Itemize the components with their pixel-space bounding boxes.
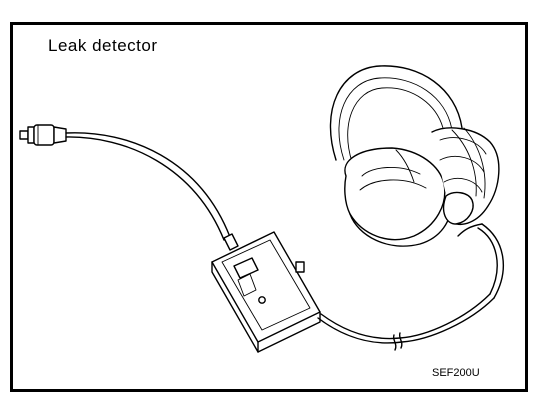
figure-code: SEF200U <box>432 367 480 379</box>
leak-detector-device-icon <box>211 231 321 353</box>
figure-title: Leak detector <box>48 36 158 55</box>
audio-plug-icon <box>19 124 67 146</box>
headphone-cable <box>317 223 505 351</box>
headphones-icon <box>329 65 500 247</box>
detector-cable <box>65 132 231 241</box>
